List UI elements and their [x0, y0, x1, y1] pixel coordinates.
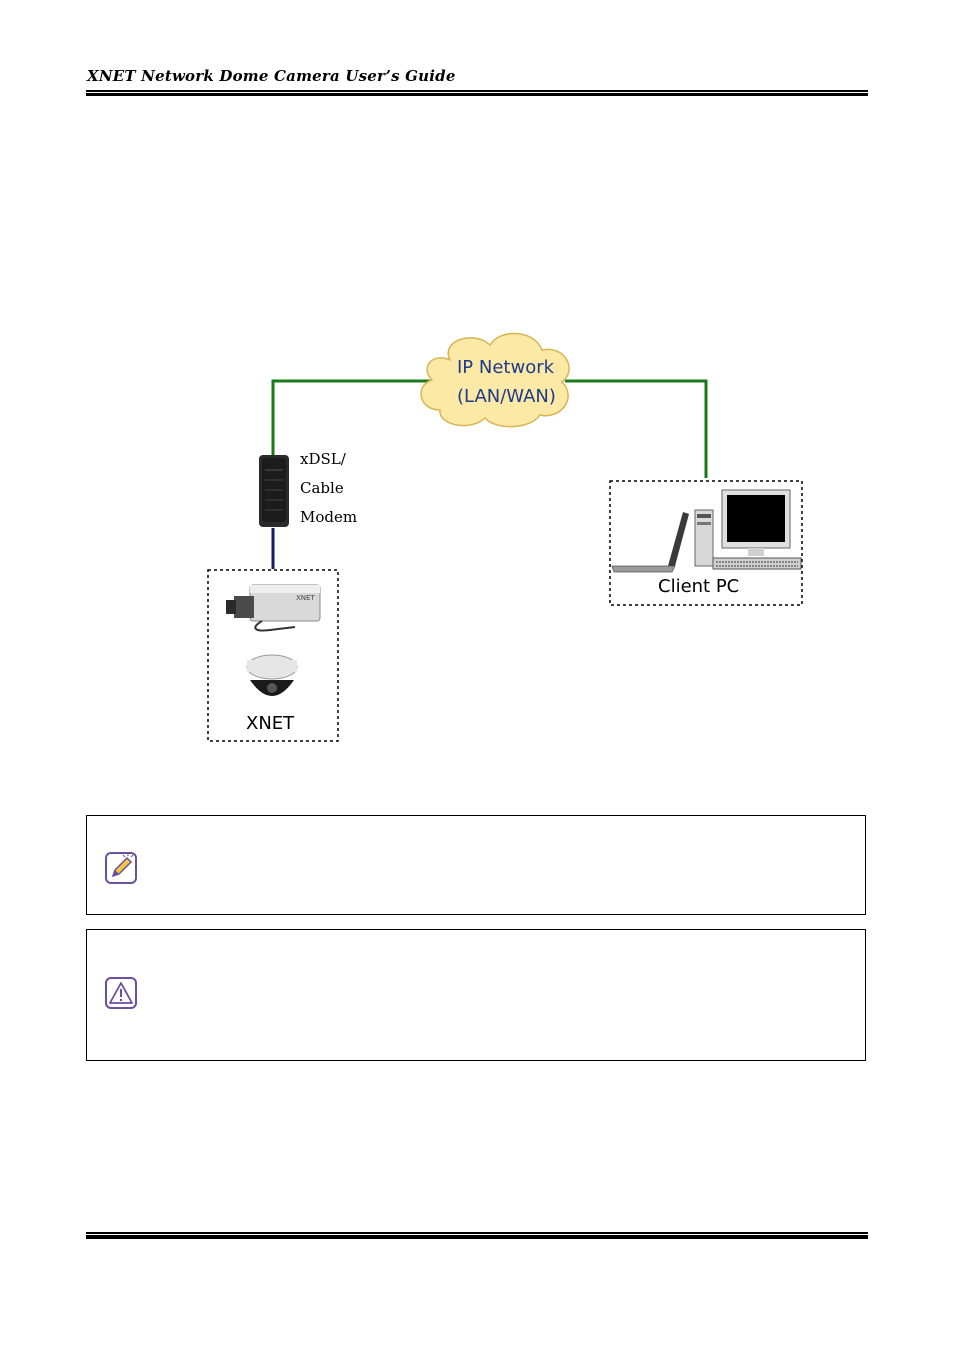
caution-box [86, 929, 866, 1061]
keyboard-icon [712, 557, 802, 570]
cloud-label-line1: IP Network [457, 357, 555, 378]
xnet-label: XNET [246, 713, 295, 734]
warning-triangle-icon [105, 977, 137, 1009]
link-modem-to-network [271, 379, 430, 455]
note-box [86, 815, 866, 915]
footer-rule [86, 1232, 868, 1234]
pencil-note-icon [105, 852, 137, 884]
header-rule-thick [86, 93, 868, 96]
footer-rule-thick [86, 1235, 868, 1239]
link-network-to-client [565, 379, 708, 478]
client-pc-group-box [609, 480, 803, 606]
client-pc-label: Client PC [658, 576, 740, 597]
modem-label-line2: Cable [300, 479, 344, 497]
svg-text:XNET: XNET [296, 594, 315, 602]
modem-label-line1: xDSL/ [300, 450, 346, 468]
ip-network-cloud [420, 332, 570, 428]
laptop-icon [611, 512, 689, 573]
header-rule [86, 90, 868, 92]
document-header-title: XNET Network Dome Camera User’s Guide [87, 67, 456, 85]
cloud-label-line2: (LAN/WAN) [457, 386, 556, 407]
xnet-group-box [207, 569, 339, 742]
desktop-tower-icon [694, 509, 714, 567]
network-diagram: XNET [207, 332, 803, 742]
modem-label-line3: Modem [300, 508, 358, 526]
box-camera-icon: XNET [226, 584, 321, 632]
monitor-icon [721, 489, 791, 556]
modem-device [259, 455, 289, 527]
dome-camera-icon [246, 654, 298, 696]
